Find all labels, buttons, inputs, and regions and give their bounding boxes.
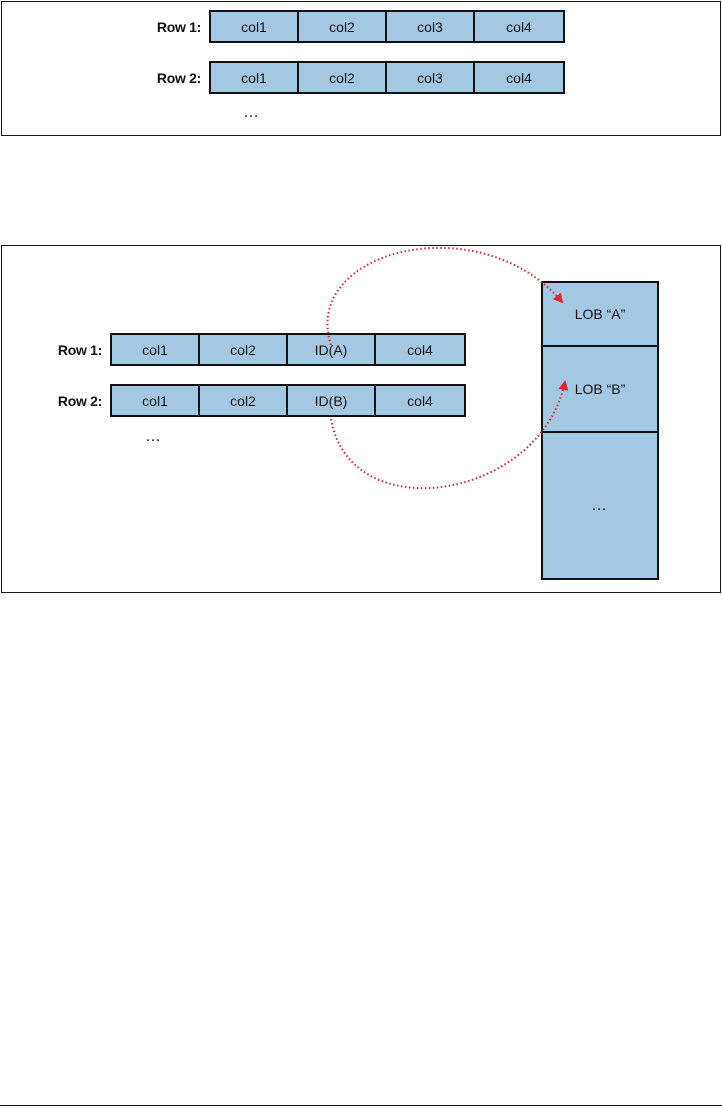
cell-col1: col1 (112, 335, 200, 364)
cell-col4: col4 (407, 341, 433, 358)
row-label: Row 1: (156, 18, 201, 35)
cell-col2: col2 (299, 63, 387, 92)
row-label: Row 1: (57, 341, 102, 358)
cell-col3: col3 (387, 63, 475, 92)
bottom-row-1: Row 1: col1 col2 ID(A) col4 (40, 333, 466, 366)
bottom-row-2: Row 2: col1 col2 ID(B) col4 (40, 384, 466, 417)
cell-col1: col1 (211, 12, 299, 41)
cell-col4: col4 (506, 18, 532, 35)
row-cells: col1 col2 col3 col4 (209, 10, 565, 43)
more-rows-ellipsis: … (145, 428, 163, 445)
top-row-1: Row 1: col1 col2 col3 col4 (139, 10, 565, 43)
lob-b-block: LOB “B” (543, 347, 657, 433)
lob-a-block: LOB “A” (543, 283, 657, 347)
page-footer-rule (0, 1105, 722, 1106)
cell-col3: col3 (387, 12, 475, 41)
lob-more-ellipsis: … (591, 496, 609, 514)
row-cells: col1 col2 ID(A) col4 (110, 333, 466, 366)
row-cells: col1 col2 ID(B) col4 (110, 384, 466, 417)
cell-lob-id: ID(B) (288, 386, 376, 415)
cell-col1: col1 (112, 386, 200, 415)
cell-col2: col2 (200, 386, 288, 415)
cell-col4: col4 (506, 69, 532, 86)
cell-col4: col4 (407, 392, 433, 409)
cell-col2: col2 (299, 12, 387, 41)
cell-col2: col2 (200, 335, 288, 364)
lob-storage-area: LOB “A” LOB “B” … (541, 281, 659, 580)
cell-lob-id: ID(A) (288, 335, 376, 364)
cell-col1: col1 (211, 63, 299, 92)
top-row-2: Row 2: col1 col2 col3 col4 (139, 61, 565, 94)
row-label: Row 2: (156, 69, 201, 86)
more-rows-ellipsis: … (243, 104, 261, 121)
row-cells: col1 col2 col3 col4 (209, 61, 565, 94)
row-label: Row 2: (57, 392, 102, 409)
